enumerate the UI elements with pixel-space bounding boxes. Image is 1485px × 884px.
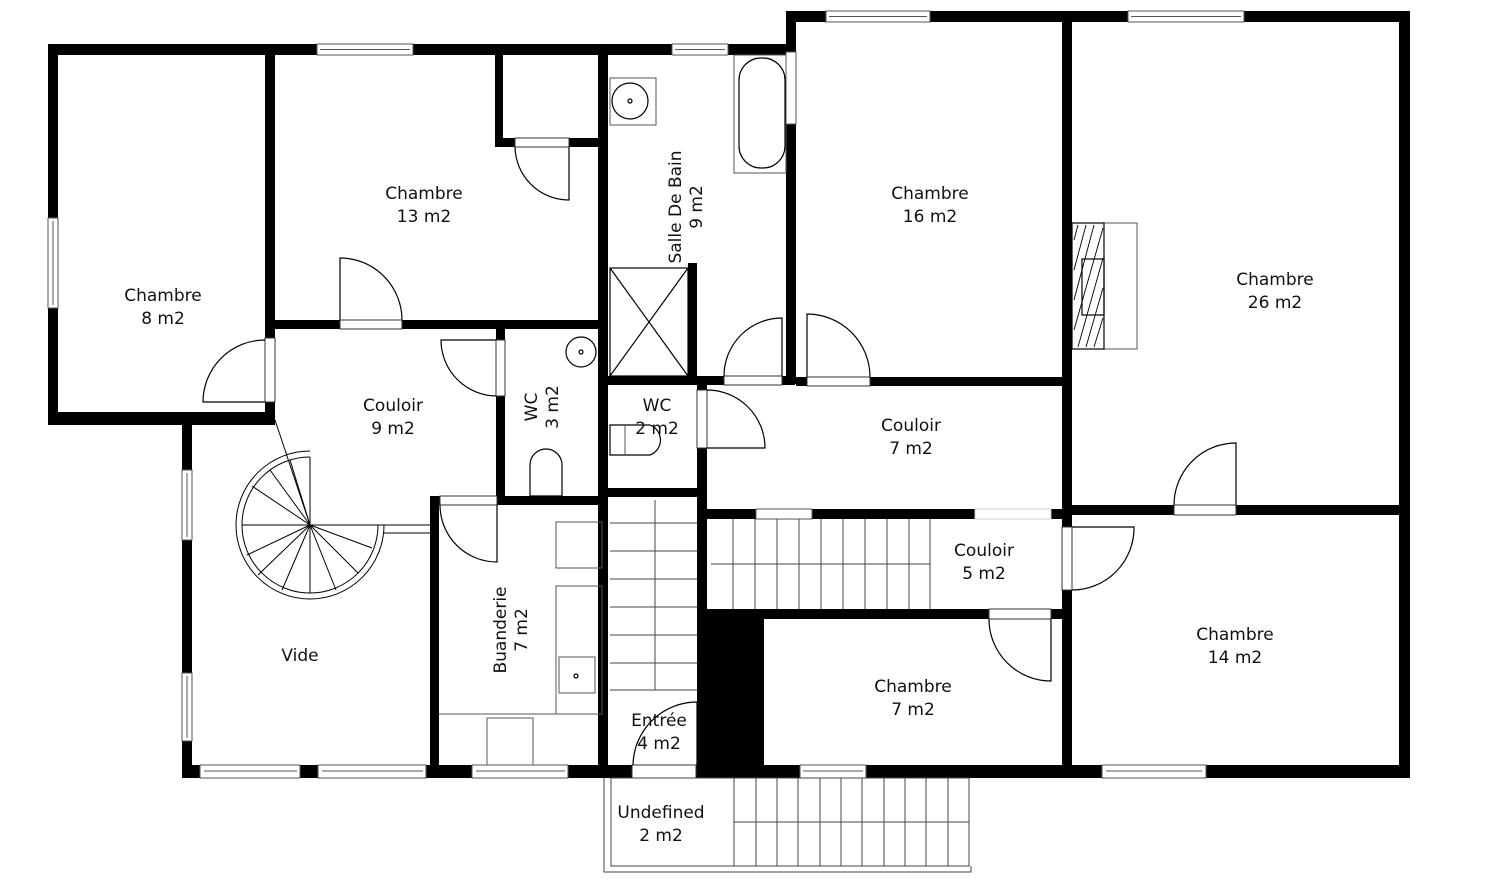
room-couloir-5-name: Couloir — [954, 541, 1014, 561]
room-wc-2-area: 2 m2 — [635, 419, 679, 439]
room-wc-3-area: 3 m2 — [543, 385, 563, 429]
room-chambre-16-name: Chambre — [891, 184, 969, 204]
room-chambre-7-area: 7 m2 — [891, 700, 935, 720]
room-sdb-area: 9 m2 — [687, 185, 707, 229]
room-chambre-26-area: 26 m2 — [1248, 293, 1302, 313]
room-chambre-26-name: Chambre — [1236, 270, 1314, 290]
room-sdb-name: Salle De Bain — [666, 150, 686, 263]
room-chambre-14-area: 14 m2 — [1208, 648, 1262, 668]
room-chambre-14-name: Chambre — [1196, 625, 1274, 645]
windows — [47, 10, 1245, 779]
room-couloir-9-area: 9 m2 — [371, 419, 415, 439]
room-chambre-8-name: Chambre — [124, 286, 202, 306]
room-couloir-9-name: Couloir — [363, 396, 423, 416]
room-undefined-area: 2 m2 — [639, 826, 683, 846]
doors — [202, 137, 1237, 779]
room-wc-3-name: WC — [522, 393, 542, 422]
room-vide-name: Vide — [281, 646, 318, 666]
room-entree-name: Entrée — [631, 711, 687, 731]
room-chambre-13-name: Chambre — [385, 184, 463, 204]
room-buanderie-area: 7 m2 — [512, 608, 532, 652]
room-chambre-16-area: 16 m2 — [903, 207, 957, 227]
room-couloir-5-area: 5 m2 — [962, 564, 1006, 584]
room-couloir-7-name: Couloir — [881, 416, 941, 436]
room-buanderie-name: Buanderie — [491, 586, 511, 673]
room-couloir-7-area: 7 m2 — [889, 439, 933, 459]
room-entree-area: 4 m2 — [637, 734, 681, 754]
fixtures — [235, 54, 1138, 873]
room-labels: Chambre 8 m2 Chambre 13 m2 Salle De Bain… — [124, 150, 1314, 846]
room-chambre-8-area: 8 m2 — [141, 309, 185, 329]
room-chambre-13-area: 13 m2 — [397, 207, 451, 227]
room-chambre-7-name: Chambre — [874, 677, 952, 697]
room-wc-2-name: WC — [643, 396, 672, 416]
room-undefined-name: Undefined — [617, 803, 704, 823]
